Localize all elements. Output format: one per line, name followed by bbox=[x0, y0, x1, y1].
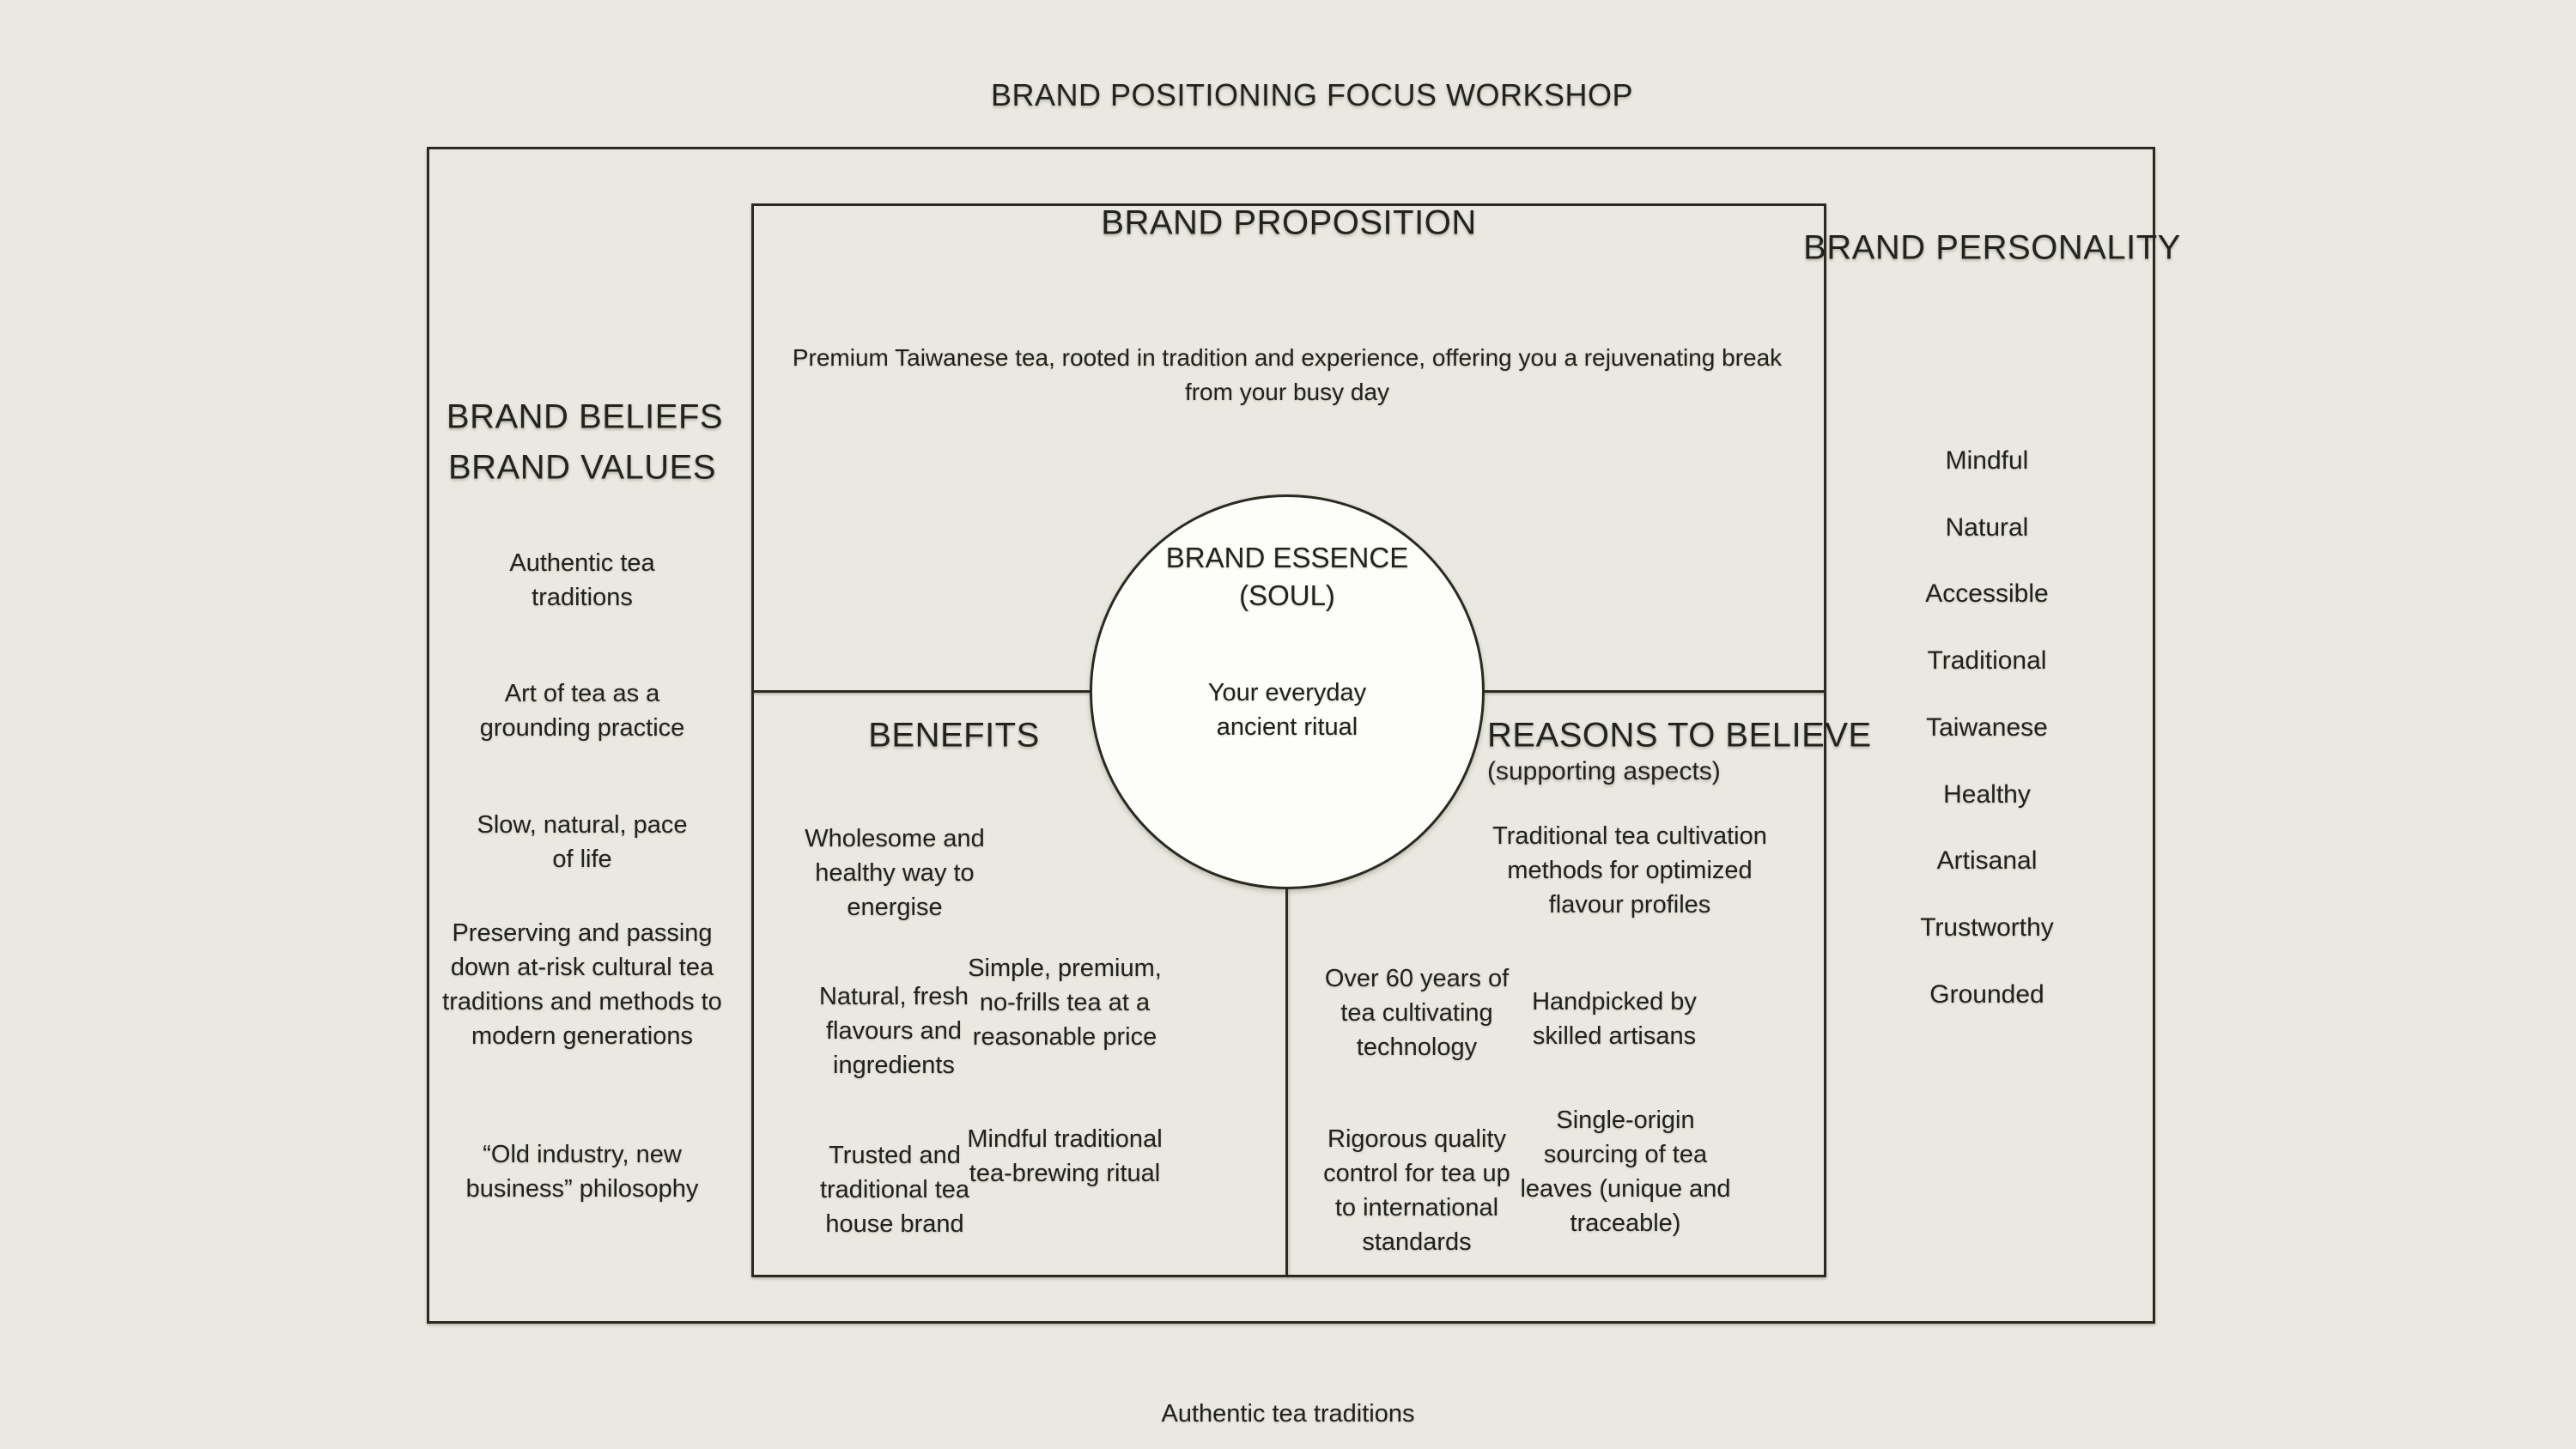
personality-item: Mindful bbox=[1945, 446, 2029, 475]
brand-essence-header: BRAND ESSENCE (SOUL) bbox=[1165, 542, 1409, 611]
personality-item: Taiwanese bbox=[1926, 712, 2048, 742]
personality-item: Grounded bbox=[1929, 979, 2044, 1009]
brand-essence-circle bbox=[1090, 494, 1485, 889]
benefit-item: Mindful traditional tea-brewing ritual bbox=[967, 1125, 1163, 1187]
benefit-item: Wholesome and healthy way to energise bbox=[805, 825, 985, 921]
personality-item: Traditional bbox=[1927, 646, 2047, 676]
benefit-item: Simple, premium, no-frills tea at a reas… bbox=[968, 955, 1162, 1051]
personality-item: Trustworthy bbox=[1920, 912, 2054, 942]
belief-item: Art of tea as a grounding practice bbox=[479, 680, 685, 742]
personality-item: Accessible bbox=[1925, 579, 2049, 609]
brand-essence-text: Your everyday ancient ritual bbox=[1207, 679, 1367, 741]
reason-item: Handpicked by skilled artisans bbox=[1532, 988, 1697, 1050]
personality-item: Natural bbox=[1945, 512, 2029, 542]
brand-personality-list: Mindful Natural Accessible Traditional T… bbox=[1807, 427, 2167, 1028]
reason-item: Single-origin sourcing of tea leaves (un… bbox=[1520, 1106, 1731, 1237]
benefits-header: BENEFITS bbox=[868, 716, 1040, 755]
reason-item: Rigorous quality control for tea up to i… bbox=[1323, 1125, 1510, 1256]
reason-item: Over 60 years of tea cultivating technol… bbox=[1324, 965, 1510, 1061]
belief-item: Authentic tea traditions bbox=[509, 549, 655, 611]
brand-proposition-text: Premium Taiwanese tea, rooted in traditi… bbox=[792, 344, 1783, 405]
personality-item: Healthy bbox=[1943, 779, 2031, 809]
belief-item: Slow, natural, pace of life bbox=[477, 811, 688, 873]
footer-caption: Authentic tea traditions bbox=[1161, 1400, 1415, 1428]
belief-item: “Old industry, new business” philosophy bbox=[465, 1141, 699, 1203]
page-title: BRAND POSITIONING FOCUS WORKSHOP bbox=[990, 77, 1634, 112]
brand-proposition-header: BRAND PROPOSITION bbox=[1101, 203, 1477, 242]
brand-personality-header: BRAND PERSONALITY bbox=[1803, 228, 2181, 267]
personality-item: Artisanal bbox=[1936, 846, 2038, 876]
benefit-item: Trusted and traditional tea house brand bbox=[819, 1142, 970, 1238]
outer-frame bbox=[427, 147, 2155, 1324]
benefit-item: Natural, fresh flavours and ingredients bbox=[818, 983, 969, 1079]
inner-frame bbox=[751, 203, 1826, 1277]
reasons-to-believe-subheader: (supporting aspects) bbox=[1487, 757, 1721, 785]
belief-item: Preserving and passing down at-risk cult… bbox=[442, 919, 722, 1050]
reason-item: Traditional tea cultivation methods for … bbox=[1492, 822, 1767, 919]
vertical-divider bbox=[1285, 690, 1288, 1277]
reasons-to-believe-header: REASONS TO BELIEVE bbox=[1487, 716, 1872, 755]
brand-beliefs-header: BRAND BELIEFS bbox=[446, 397, 724, 436]
brand-values-header: BRAND VALUES bbox=[447, 448, 717, 487]
